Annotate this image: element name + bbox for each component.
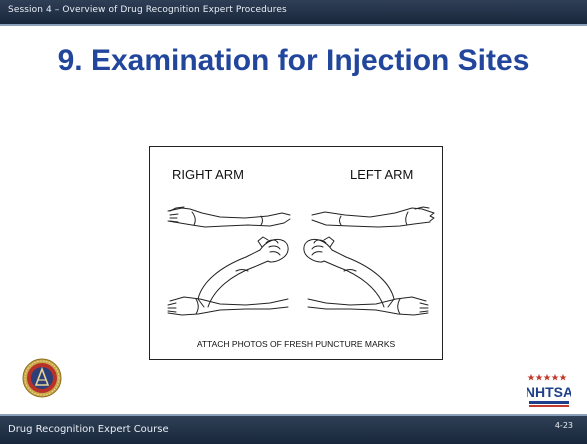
nhtsa-logo-icon: NHTSA xyxy=(527,374,571,407)
footer-divider xyxy=(0,414,587,416)
right-arm-label: RIGHT ARM xyxy=(172,167,244,182)
figure-caption: ATTACH PHOTOS OF FRESH PUNCTURE MARKS xyxy=(196,339,396,349)
nhtsa-logo-text: NHTSA xyxy=(527,384,571,400)
right-arm-palm-up xyxy=(167,206,291,228)
footer-bar: Drug Recognition Expert Course 4-23 xyxy=(0,416,587,444)
left-arm-label: LEFT ARM xyxy=(350,167,414,182)
arm-diagram: RIGHT ARM LEFT ARM xyxy=(149,146,443,360)
right-arm-bent xyxy=(197,236,289,308)
right-arm-palm-down xyxy=(167,296,289,316)
iacp-seal-icon xyxy=(22,358,62,398)
course-name: Drug Recognition Expert Course xyxy=(8,424,169,435)
arms-drawing xyxy=(167,206,435,316)
page-number: 4-23 xyxy=(554,421,573,430)
header-bar: Session 4 – Overview of Drug Recognition… xyxy=(0,0,587,24)
left-arm-palm-up xyxy=(311,206,435,228)
left-arm-palm-down xyxy=(307,296,429,316)
slide-title: 9. Examination for Injection Sites xyxy=(57,44,530,77)
session-label: Session 4 – Overview of Drug Recognition… xyxy=(8,5,287,15)
left-arm-bent xyxy=(303,236,395,308)
header-divider xyxy=(0,24,587,26)
